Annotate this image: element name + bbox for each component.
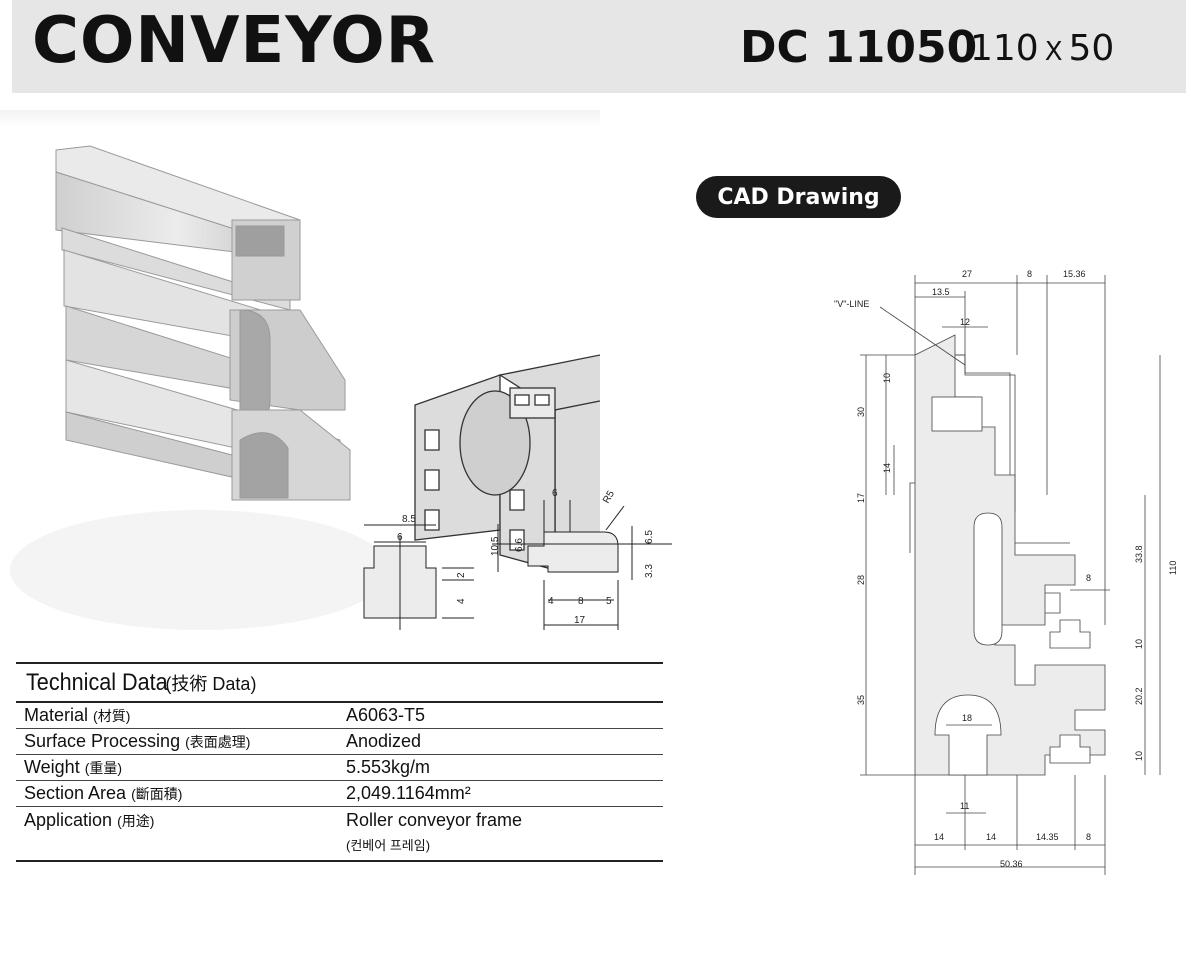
- tslot-dim-6: 6: [552, 488, 558, 499]
- row-value: A6063-T5: [346, 705, 426, 725]
- tslot-dim-r5: R5: [601, 489, 617, 506]
- tslot-dim-4: 4: [548, 596, 554, 607]
- cad-drawing-badge: CAD Drawing: [696, 176, 901, 218]
- cad-left-14: 14: [882, 463, 892, 473]
- dim-x: X: [1044, 37, 1063, 67]
- tslot-dim-6-5: 6.5: [644, 530, 655, 544]
- cad-right-10-a: 10: [1134, 639, 1144, 649]
- row-value: Anodized: [346, 731, 422, 751]
- cad-right-8: 8: [1086, 573, 1091, 583]
- technical-data-table: Technical Data (技術 Data) Material (材質) A…: [16, 662, 663, 862]
- cad-top-8: 8: [1027, 269, 1032, 279]
- row-value: Roller conveyor frame: [346, 810, 523, 830]
- product-illustration: [0, 110, 600, 630]
- dim-width: 110: [970, 28, 1039, 69]
- header-band: [12, 0, 1186, 93]
- slot-detail-drawing: 8.5 6 2 4 6 R5 10.5 6.6 6.5 3.3 4 8 5 17: [363, 488, 672, 630]
- tslot-dim-6-6: 6.6: [514, 538, 525, 552]
- row-value: 2,049.1164mm²: [346, 783, 471, 803]
- cad-top-12: 12: [960, 317, 970, 327]
- tslot-dim-5: 5: [606, 596, 612, 607]
- conveyor-assembly-illustration: [414, 354, 600, 571]
- row-key-sub: (用途): [117, 813, 155, 829]
- cad-left-28: 28: [856, 575, 866, 585]
- row-key: Application: [24, 810, 113, 830]
- slot-dim-8-5: 8.5: [402, 514, 416, 525]
- cad-right-110: 110: [1168, 561, 1178, 575]
- cad-bottom-8: 8: [1086, 832, 1091, 842]
- tslot-dim-10-5: 10.5: [490, 536, 501, 556]
- slot-dim-2: 2: [456, 572, 467, 578]
- cad-bottom-14-a: 14: [934, 832, 944, 842]
- row-value-sub: (컨베어 프레임): [346, 838, 431, 853]
- cad-right-10-b: 10: [1134, 751, 1144, 761]
- cad-left-30: 30: [856, 407, 866, 417]
- table-row: Material (材質) A6063-T5: [16, 703, 663, 729]
- cad-left-17: 17: [856, 493, 866, 503]
- extrusion-photo: [55, 145, 351, 501]
- cad-right-33-8: 33.8: [1134, 545, 1144, 563]
- cad-profile-drawing: 27 8 15.36 13.5 12 "V"-LINE 10 30 14 17 …: [834, 269, 1178, 875]
- cad-left-35: 35: [856, 695, 866, 705]
- cad-top-15-36: 15.36: [1063, 269, 1086, 279]
- row-value: 5.553kg/m: [346, 757, 431, 777]
- row-key: Surface Processing: [24, 731, 181, 751]
- slot-dim-6: 6: [397, 532, 403, 543]
- cad-total-width: 50.36: [1000, 859, 1023, 869]
- cad-top-13-5: 13.5: [932, 287, 950, 297]
- cad-top-27: 27: [962, 269, 972, 279]
- cad-right-20-2: 20.2: [1134, 687, 1144, 705]
- model-number: DC 11050: [740, 22, 978, 73]
- row-key: Weight: [24, 757, 80, 777]
- cad-inner-11: 11: [960, 801, 969, 811]
- technical-data-subtitle: (技術 Data): [165, 673, 257, 694]
- technical-data-header: Technical Data (技術 Data): [16, 662, 663, 703]
- cad-left-10: 10: [882, 373, 892, 383]
- cad-inner-18: 18: [962, 713, 972, 723]
- page-title: CONVEYOR: [32, 4, 436, 78]
- tslot-dim-17: 17: [574, 615, 586, 626]
- row-key-sub: (表面處理): [185, 734, 251, 750]
- tslot-dim-8: 8: [578, 596, 584, 607]
- cad-bottom-14-b: 14: [986, 832, 996, 842]
- table-row: Weight (重量) 5.553kg/m: [16, 755, 663, 781]
- row-key: Material: [24, 705, 89, 725]
- table-row: Application (用途) Roller conveyor frame (컨…: [16, 807, 663, 862]
- row-key-sub: (材質): [93, 708, 131, 724]
- table-row: Section Area (斷面積) 2,049.1164mm²: [16, 781, 663, 807]
- slot-dim-4: 4: [456, 598, 467, 604]
- dim-height: 50: [1068, 28, 1115, 69]
- table-row: Surface Processing (表面處理) Anodized: [16, 729, 663, 755]
- technical-data-title: Technical Data: [26, 668, 168, 696]
- row-key: Section Area: [24, 783, 127, 803]
- row-key-sub: (重量): [84, 760, 123, 776]
- row-key-sub: (斷面積): [131, 786, 183, 802]
- cad-bottom-14-35: 14.35: [1036, 832, 1059, 842]
- tslot-dim-3-3: 3.3: [644, 564, 655, 578]
- cad-v-line-label: "V"-LINE: [834, 299, 869, 309]
